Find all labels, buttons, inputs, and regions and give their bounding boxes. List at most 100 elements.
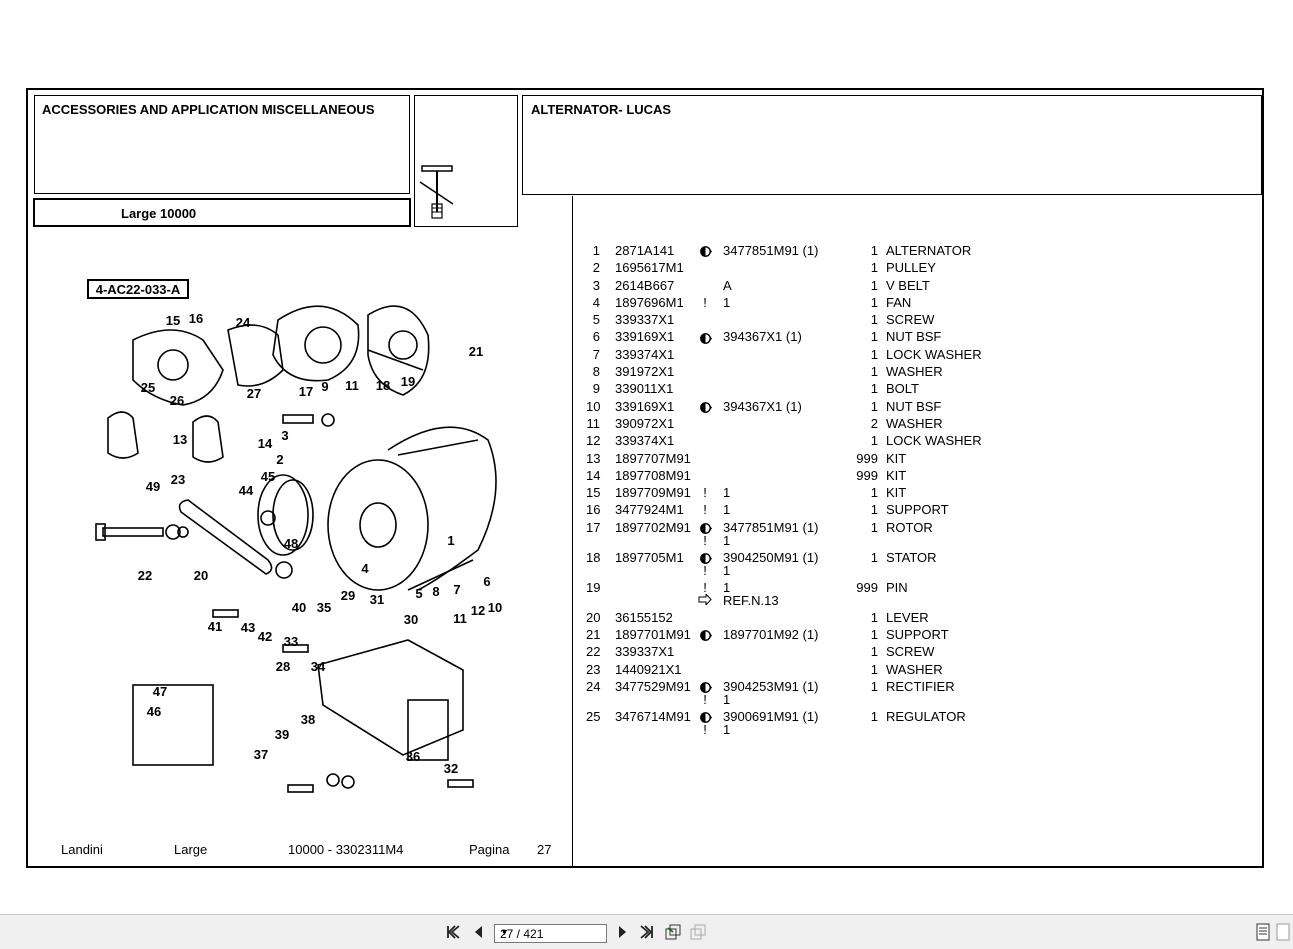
single-page-view-icon[interactable] — [1254, 923, 1272, 941]
callout-45: 45 — [261, 469, 275, 484]
callout-38: 38 — [301, 712, 315, 727]
model-label: Large 10000 — [121, 206, 197, 221]
alternative-part: 1 — [723, 502, 731, 518]
exclamation-icon: ! — [703, 721, 707, 737]
group-icon-box — [414, 95, 518, 227]
ref-number: 24 — [586, 678, 601, 694]
part-number: 3477529M91 — [615, 678, 691, 694]
callout-13: 13 — [173, 432, 187, 447]
part-number: 339011X1 — [615, 381, 674, 397]
callout-33: 33 — [284, 634, 298, 649]
description: KIT — [886, 467, 907, 483]
previous-page-icon[interactable] — [470, 923, 488, 941]
description: SCREW — [886, 312, 935, 328]
description: V BELT — [886, 277, 930, 293]
callout-15: 15 — [166, 313, 180, 328]
ref-number: 20 — [586, 609, 601, 625]
callout-25: 25 — [141, 380, 155, 395]
footer-code: 10000 - 3302311M4 — [288, 842, 404, 857]
half-circle-icon — [696, 550, 714, 565]
callout-46: 46 — [147, 704, 161, 719]
callout-18: 18 — [376, 378, 390, 393]
footer-page-label: Pagina — [469, 842, 510, 857]
quantity: 1 — [870, 243, 878, 258]
go-forward-view-icon[interactable] — [689, 923, 707, 941]
callout-7: 7 — [453, 582, 460, 597]
callout-12: 12 — [471, 603, 485, 618]
ref-number: 19 — [586, 579, 601, 595]
alternative-part: 3900691M91 (1) — [723, 708, 819, 724]
quantity: 1 — [870, 485, 878, 501]
callout-44: 44 — [239, 483, 254, 498]
callout-6: 6 — [483, 574, 490, 589]
exclamation-icon: ! — [703, 579, 707, 595]
quantity: 999 — [856, 579, 878, 595]
description: ALTERNATOR — [886, 243, 972, 258]
callout-37: 37 — [254, 747, 268, 762]
quantity: 1 — [870, 644, 878, 660]
callout-5: 5 — [415, 586, 422, 601]
page-indicator: 27 / 421 — [500, 927, 544, 941]
quantity: 1 — [870, 433, 878, 449]
part-number: 1695617M1 — [615, 260, 684, 276]
last-page-icon[interactable] — [637, 923, 655, 941]
description: SUPPORT — [886, 627, 949, 643]
ref-number: 5 — [592, 312, 600, 328]
catalog-sheet: ACCESSORIES AND APPLICATION MISCELLANEOU… — [26, 88, 1264, 868]
part-number: 1897705M1 — [615, 549, 684, 565]
part-number: 36155152 — [615, 609, 673, 625]
callout-28: 28 — [276, 659, 290, 674]
exclamation-icon: ! — [703, 485, 707, 501]
part-number: 1897707M91 — [615, 450, 691, 466]
callout-34: 34 — [311, 659, 326, 674]
ref-number: 8 — [592, 364, 600, 380]
description: LOCK WASHER — [886, 346, 982, 362]
sub-line: REF.N.13 — [723, 592, 779, 608]
continuous-view-icon[interactable] — [1276, 923, 1290, 941]
callout-20: 20 — [194, 568, 208, 583]
part-number: 339337X1 — [615, 312, 675, 328]
callout-21: 21 — [469, 344, 483, 359]
alternative-part: 3904253M91 (1) — [723, 678, 819, 694]
callout-23: 23 — [171, 472, 185, 487]
quantity: 999 — [856, 450, 878, 466]
description: REGULATOR — [886, 708, 966, 724]
half-circle-icon — [696, 679, 714, 694]
sub-line: 1 — [723, 532, 731, 548]
callout-49: 49 — [146, 479, 160, 494]
exploded-parts-diagram: 4-AC22-033-A 15 16 24 21 25 26 27 17 9 1… — [87, 279, 502, 793]
ref-number: 11 — [586, 415, 601, 431]
ref-number: 22 — [586, 644, 601, 660]
page-number-select[interactable]: 27 / 421 ▼ — [494, 924, 607, 943]
ref-number: 12 — [586, 433, 601, 449]
sub-line: 1 — [723, 562, 731, 578]
ref-number: 3 — [592, 277, 600, 293]
callout-39: 39 — [275, 727, 289, 742]
ref-number: 1 — [592, 243, 600, 258]
callout-42: 42 — [258, 629, 272, 644]
description: PIN — [886, 579, 908, 595]
part-number: 339374X1 — [615, 346, 675, 362]
callout-41: 41 — [208, 619, 222, 634]
column-divider — [572, 196, 573, 868]
alternative-part: 1 — [723, 485, 731, 501]
half-circle-icon — [696, 399, 714, 414]
callout-14: 14 — [258, 436, 273, 451]
diagram-ref-code: 4-AC22-033-A — [96, 282, 181, 297]
callout-19: 19 — [401, 374, 415, 389]
viewer-toolbar: 27 / 421 ▼ — [0, 914, 1293, 949]
quantity: 1 — [870, 661, 878, 677]
quantity: 1 — [870, 549, 878, 565]
quantity: 1 — [870, 627, 878, 643]
quantity: 1 — [870, 329, 878, 345]
callout-36: 36 — [406, 749, 420, 764]
next-page-icon[interactable] — [613, 923, 631, 941]
part-number: 391972X1 — [615, 364, 675, 380]
first-page-icon[interactable] — [445, 923, 463, 941]
alternative-part: 3904250M91 (1) — [723, 549, 819, 565]
alternator-group-icon — [419, 165, 454, 219]
go-back-view-icon[interactable] — [664, 923, 682, 941]
callout-2: 2 — [276, 452, 283, 467]
quantity: 1 — [870, 678, 878, 694]
part-number: 2614B667 — [615, 277, 675, 293]
